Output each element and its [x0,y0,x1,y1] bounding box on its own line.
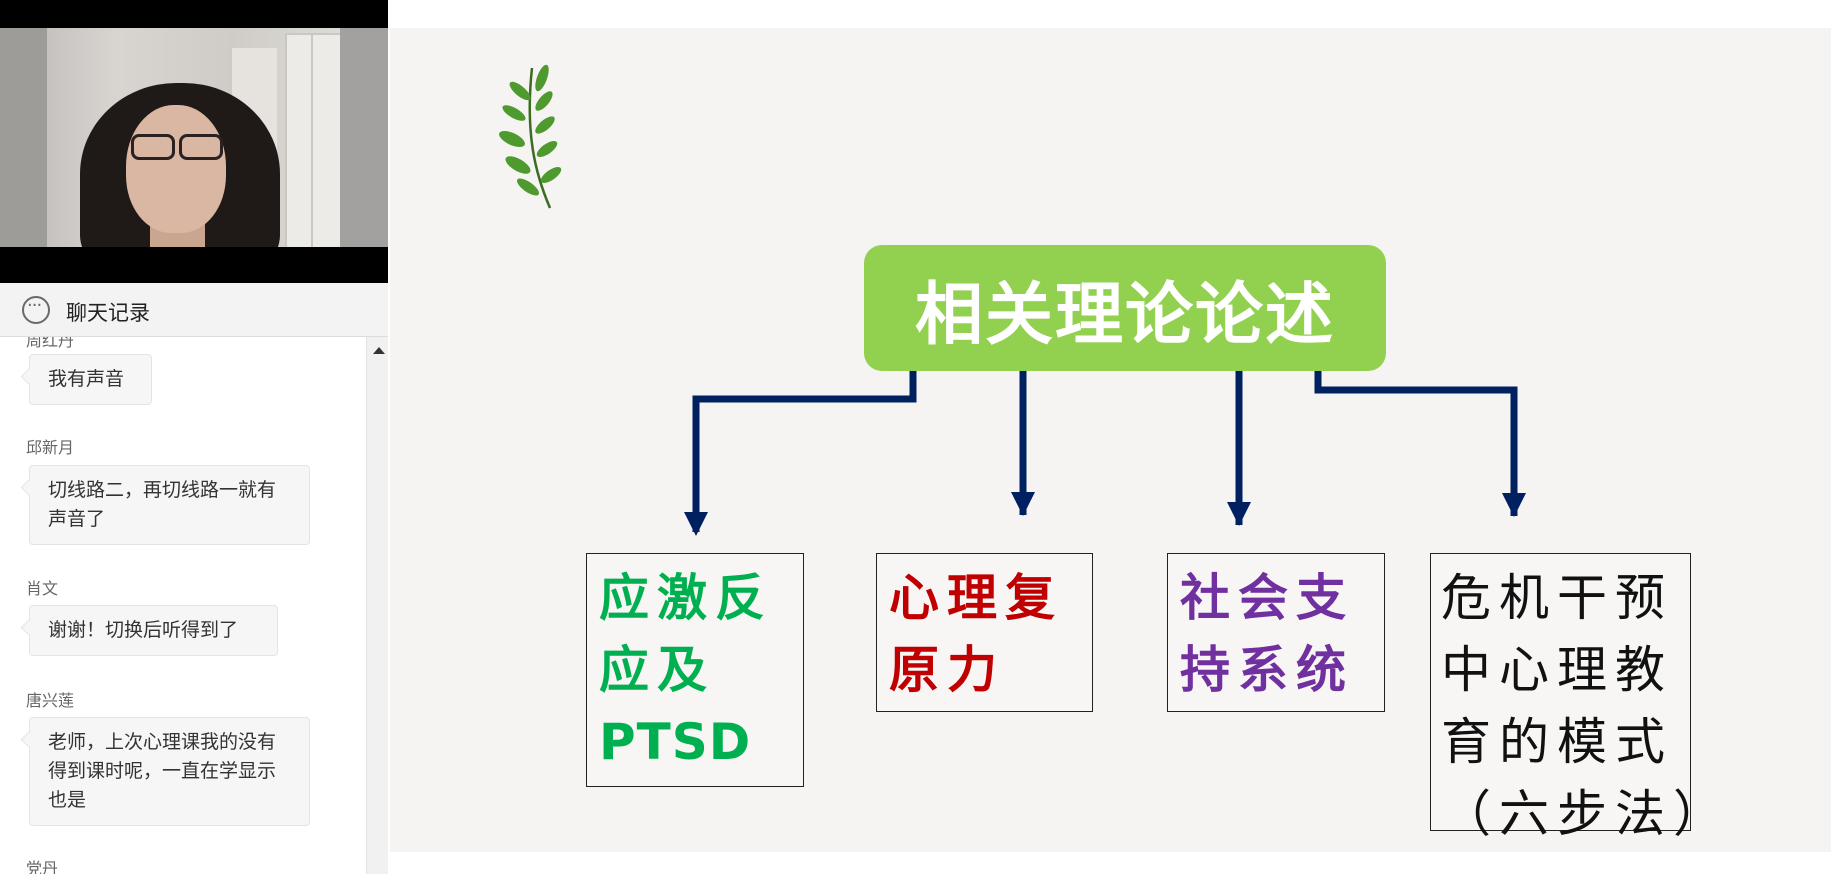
video-frame [0,28,388,247]
topic-box-line: 育的模式 [1441,713,1673,771]
message-sender: 唐兴莲 [26,691,75,710]
message-bubble: 谢谢！切换后听得到了 [29,605,278,656]
chat-title: 聊天记录 [66,301,150,325]
topic-box-line: 心理复 [889,568,1063,627]
topic-box-line: （六步法） [1441,785,1731,843]
arrow-head-4 [1502,493,1526,517]
message-sender: 周红丹 [26,337,75,350]
message-sender: 邱新月 [26,438,75,457]
leaf-decoration-icon [499,64,562,209]
topic-box-resilience: 心理复 原力 [876,553,1093,712]
chat-message-list[interactable]: 周红丹 我有声音 邱新月 切线路二，再切线路一就有声音了 肖文 谢谢！切换后听得… [0,337,366,874]
message-sender: 党丹 [26,859,59,874]
topic-box-line: 原力 [889,640,1005,699]
message-bubble: 老师，上次心理课我的没有得到课时呢，一直在学显示也是 [29,717,310,826]
presentation-slide: 相关理论论述 应激反 应及 PTSD 心理复 原力 社会支 持系统 危机干预 中… [390,28,1831,852]
topic-box-social-support: 社会支 持系统 [1167,553,1385,712]
message-bubble: 切线路二，再切线路一就有声音了 [29,465,310,545]
arrow-head-3 [1227,502,1251,526]
topic-box-line: 应及 [599,640,715,699]
slide-area: 相关理论论述 应激反 应及 PTSD 心理复 原力 社会支 持系统 危机干预 中… [388,0,1831,874]
topic-box-line: PTSD [599,713,752,771]
message-sender: 肖文 [26,579,59,598]
slide-title: 相关理论论述 [914,275,1335,355]
left-panel: 聊天记录 周红丹 我有声音 邱新月 切线路二，再切线路一就有声音了 肖文 谢谢！… [0,0,388,874]
chat-header: 聊天记录 [0,283,388,337]
topic-box-line: 社会支 [1180,568,1354,627]
scroll-up-arrow-icon[interactable] [373,347,385,354]
topic-box-line: 持系统 [1180,640,1354,699]
video-feed[interactable] [0,0,388,283]
chat-bubble-icon [22,295,50,324]
chat-scrollbar[interactable] [366,337,388,874]
topic-box-line: 应激反 [599,568,773,627]
topic-box-line: 危机干预 [1441,569,1673,627]
message-bubble: 我有声音 [29,354,152,405]
arrow-head-2 [1011,492,1035,516]
topic-box-crisis-intervention: 危机干预 中心理教 育的模式 （六步法） [1430,553,1723,843]
slide-title-box: 相关理论论述 [864,245,1386,371]
arrow-head-1 [684,512,708,536]
connector-arrows [684,371,1526,536]
topic-box-stress-response: 应激反 应及 PTSD [586,553,804,787]
topic-box-line: 中心理教 [1441,641,1673,699]
